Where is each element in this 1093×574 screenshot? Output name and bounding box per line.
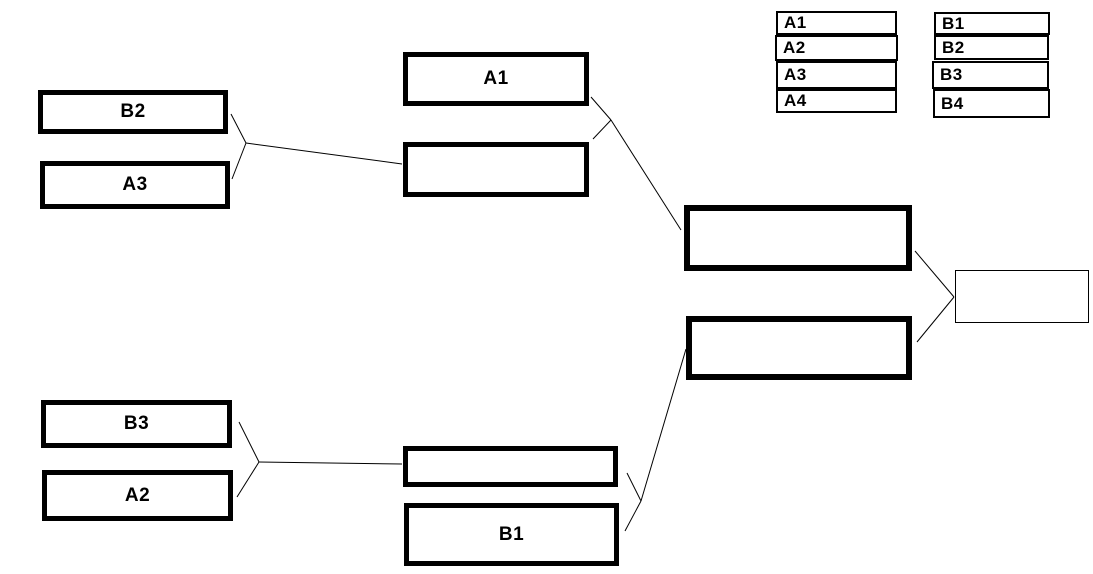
legend-cell-b3[interactable]: B3 bbox=[932, 61, 1049, 89]
connector-line bbox=[914, 250, 955, 298]
legend-cell-a1[interactable]: A1 bbox=[776, 11, 897, 35]
connector-line bbox=[640, 348, 687, 502]
bracket-box-label: A3 bbox=[122, 174, 148, 195]
legend-cell-b1[interactable]: B1 bbox=[934, 12, 1050, 35]
connector-line bbox=[231, 142, 247, 180]
bracket-box-label: B2 bbox=[120, 101, 146, 122]
bracket-box-label: B1 bbox=[498, 523, 525, 545]
bracket-box-champion-slot[interactable] bbox=[955, 270, 1089, 323]
legend-cell-label: A2 bbox=[783, 38, 806, 57]
connector-line bbox=[916, 296, 955, 343]
bracket-box-round2-bottom-winner-slot[interactable] bbox=[403, 446, 618, 487]
legend-cell-b2[interactable]: B2 bbox=[934, 35, 1049, 60]
connector-line bbox=[624, 500, 642, 532]
legend-cell-label: B2 bbox=[942, 37, 965, 57]
connector-line bbox=[258, 461, 403, 465]
connector-line bbox=[592, 119, 612, 140]
connector-line bbox=[626, 472, 642, 502]
legend-cell-label: B3 bbox=[940, 65, 963, 84]
legend-cell-a2[interactable]: A2 bbox=[775, 35, 898, 61]
bracket-box-label: B3 bbox=[123, 413, 150, 434]
connector-line bbox=[610, 119, 682, 231]
legend-cell-b4[interactable]: B4 bbox=[933, 89, 1050, 118]
bracket-box-label: A2 bbox=[124, 484, 151, 506]
bracket-box-semifinal-bottom-slot[interactable] bbox=[686, 316, 912, 380]
legend-cell-label: A4 bbox=[784, 91, 807, 110]
bracket-box-round2-top-winner-slot[interactable] bbox=[403, 142, 589, 197]
bracket-box-round2-bottom-team[interactable]: B1 bbox=[404, 503, 619, 566]
bracket-box-round2-top-team[interactable]: A1 bbox=[403, 52, 589, 106]
connector-line bbox=[590, 96, 612, 121]
connector-line bbox=[230, 113, 247, 144]
legend-cell-a3[interactable]: A3 bbox=[776, 61, 897, 89]
connector-line bbox=[245, 142, 403, 165]
connector-line bbox=[236, 461, 260, 498]
legend-cell-label: A1 bbox=[784, 13, 807, 32]
connector-line bbox=[238, 421, 260, 463]
bracket-box-label: A1 bbox=[483, 68, 509, 89]
legend-cell-label: B1 bbox=[942, 13, 965, 33]
bracket-box-left-bottom-seed-1[interactable]: B3 bbox=[41, 400, 232, 448]
legend-cell-label: A3 bbox=[784, 65, 807, 84]
legend-cell-a4[interactable]: A4 bbox=[776, 89, 897, 113]
bracket-box-left-bottom-seed-2[interactable]: A2 bbox=[42, 470, 233, 521]
legend-cell-label: B4 bbox=[941, 93, 964, 113]
bracket-box-left-top-seed-1[interactable]: B2 bbox=[38, 90, 228, 134]
bracket-box-left-top-seed-2[interactable]: A3 bbox=[40, 161, 230, 209]
bracket-box-semifinal-top-slot[interactable] bbox=[684, 205, 912, 271]
